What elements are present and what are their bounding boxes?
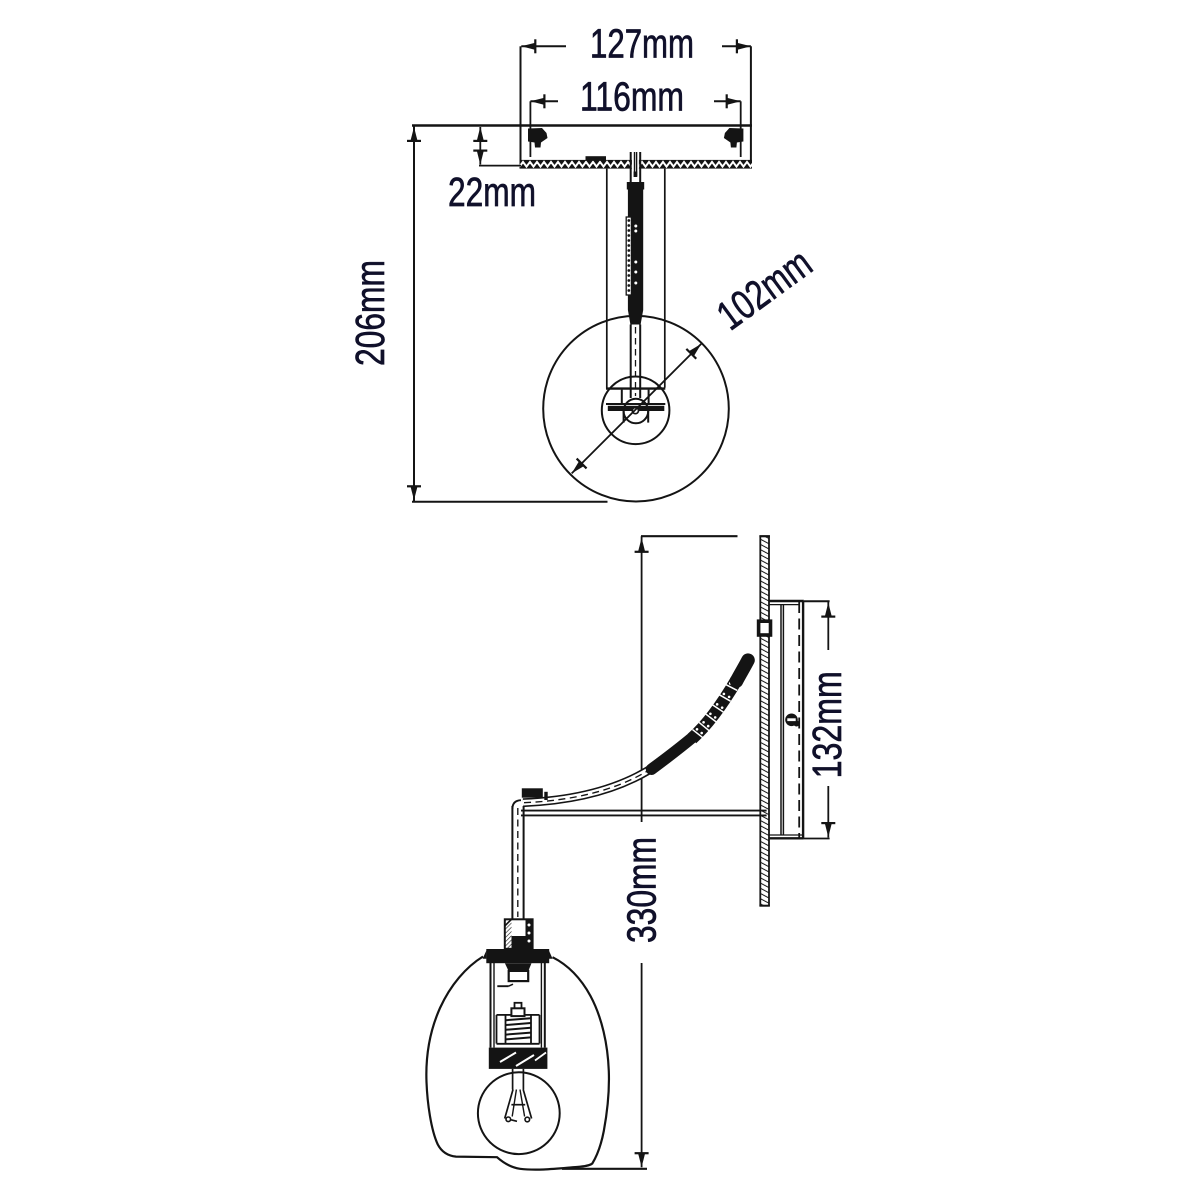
- svg-text:116mm: 116mm: [580, 74, 684, 120]
- svg-text:22mm: 22mm: [448, 169, 536, 215]
- svg-text:330mm: 330mm: [618, 837, 664, 943]
- svg-text:132mm: 132mm: [804, 671, 850, 778]
- svg-text:127mm: 127mm: [590, 21, 694, 67]
- svg-text:206mm: 206mm: [347, 260, 393, 366]
